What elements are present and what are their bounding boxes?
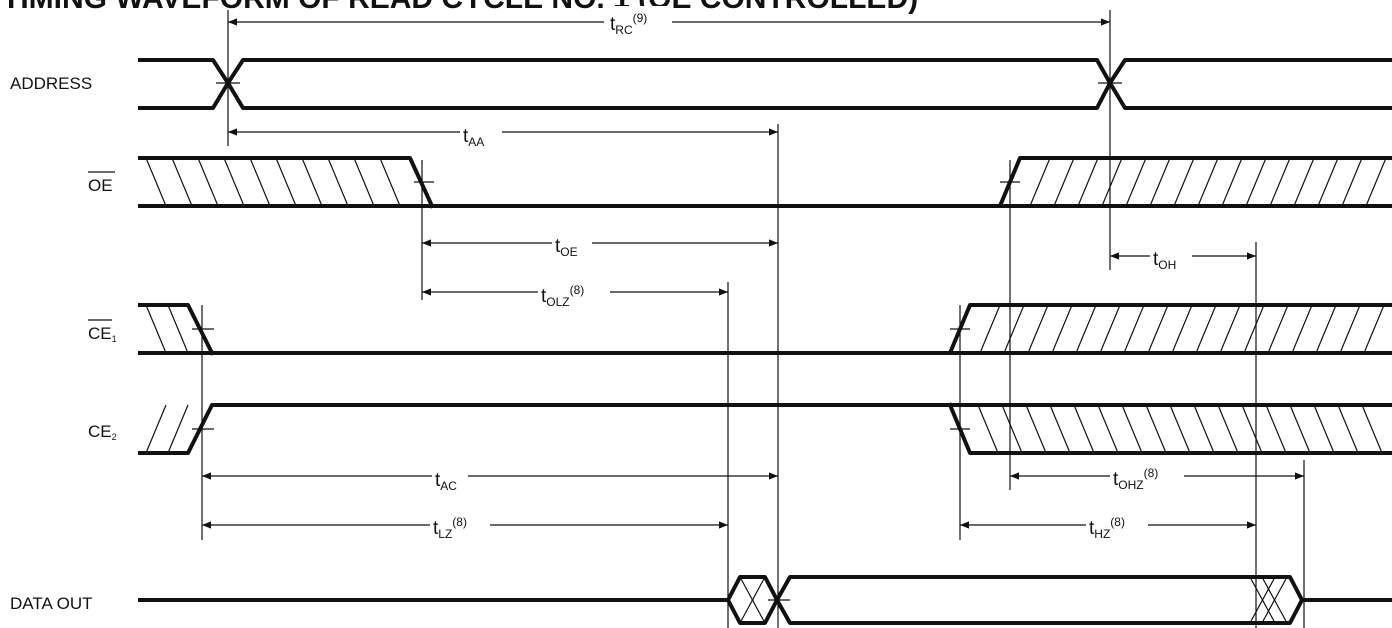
data-out-waveform — [138, 575, 1392, 625]
dont-care-hatching — [145, 157, 1387, 454]
svg-text:OE: OE — [88, 176, 113, 195]
timing-labels: tRC(9) tAA tOE tOH tOLZ(8) tAC tOHZ(8) t… — [430, 6, 1192, 541]
oe-waveform — [138, 156, 1392, 209]
ce2-waveform — [138, 402, 1392, 455]
timing-arrows — [202, 18, 1304, 529]
label-tohz: tOHZ(8) — [1113, 466, 1158, 492]
label-tac: tAC — [435, 470, 457, 493]
ce1-waveform — [138, 303, 1392, 356]
label-toh: tOH — [1153, 249, 1176, 272]
label-trc: tRC(9) — [610, 11, 647, 37]
signal-label-address: ADDRESS — [10, 74, 92, 93]
label-tlz: tLZ(8) — [433, 515, 467, 541]
signal-label-ce1: CE1 — [88, 319, 117, 344]
svg-text:CE2: CE2 — [88, 422, 117, 442]
signal-label-data-out: DATA OUT — [10, 594, 93, 613]
reference-lines — [192, 10, 1305, 628]
label-tolz: tOLZ(8) — [541, 283, 584, 309]
label-thz: tHZ(8) — [1089, 515, 1125, 541]
signal-label-ce2: CE2 — [88, 422, 117, 442]
signal-label-oe: OE — [88, 171, 115, 195]
label-taa: tAA — [463, 126, 484, 149]
label-toe: tOE — [555, 236, 578, 259]
diagram-title: TIMING WAVEFORM OF READ CYCLE NO. 1 (OE … — [2, 0, 918, 15]
address-waveform — [138, 58, 1392, 110]
svg-text:CE1: CE1 — [88, 324, 117, 344]
